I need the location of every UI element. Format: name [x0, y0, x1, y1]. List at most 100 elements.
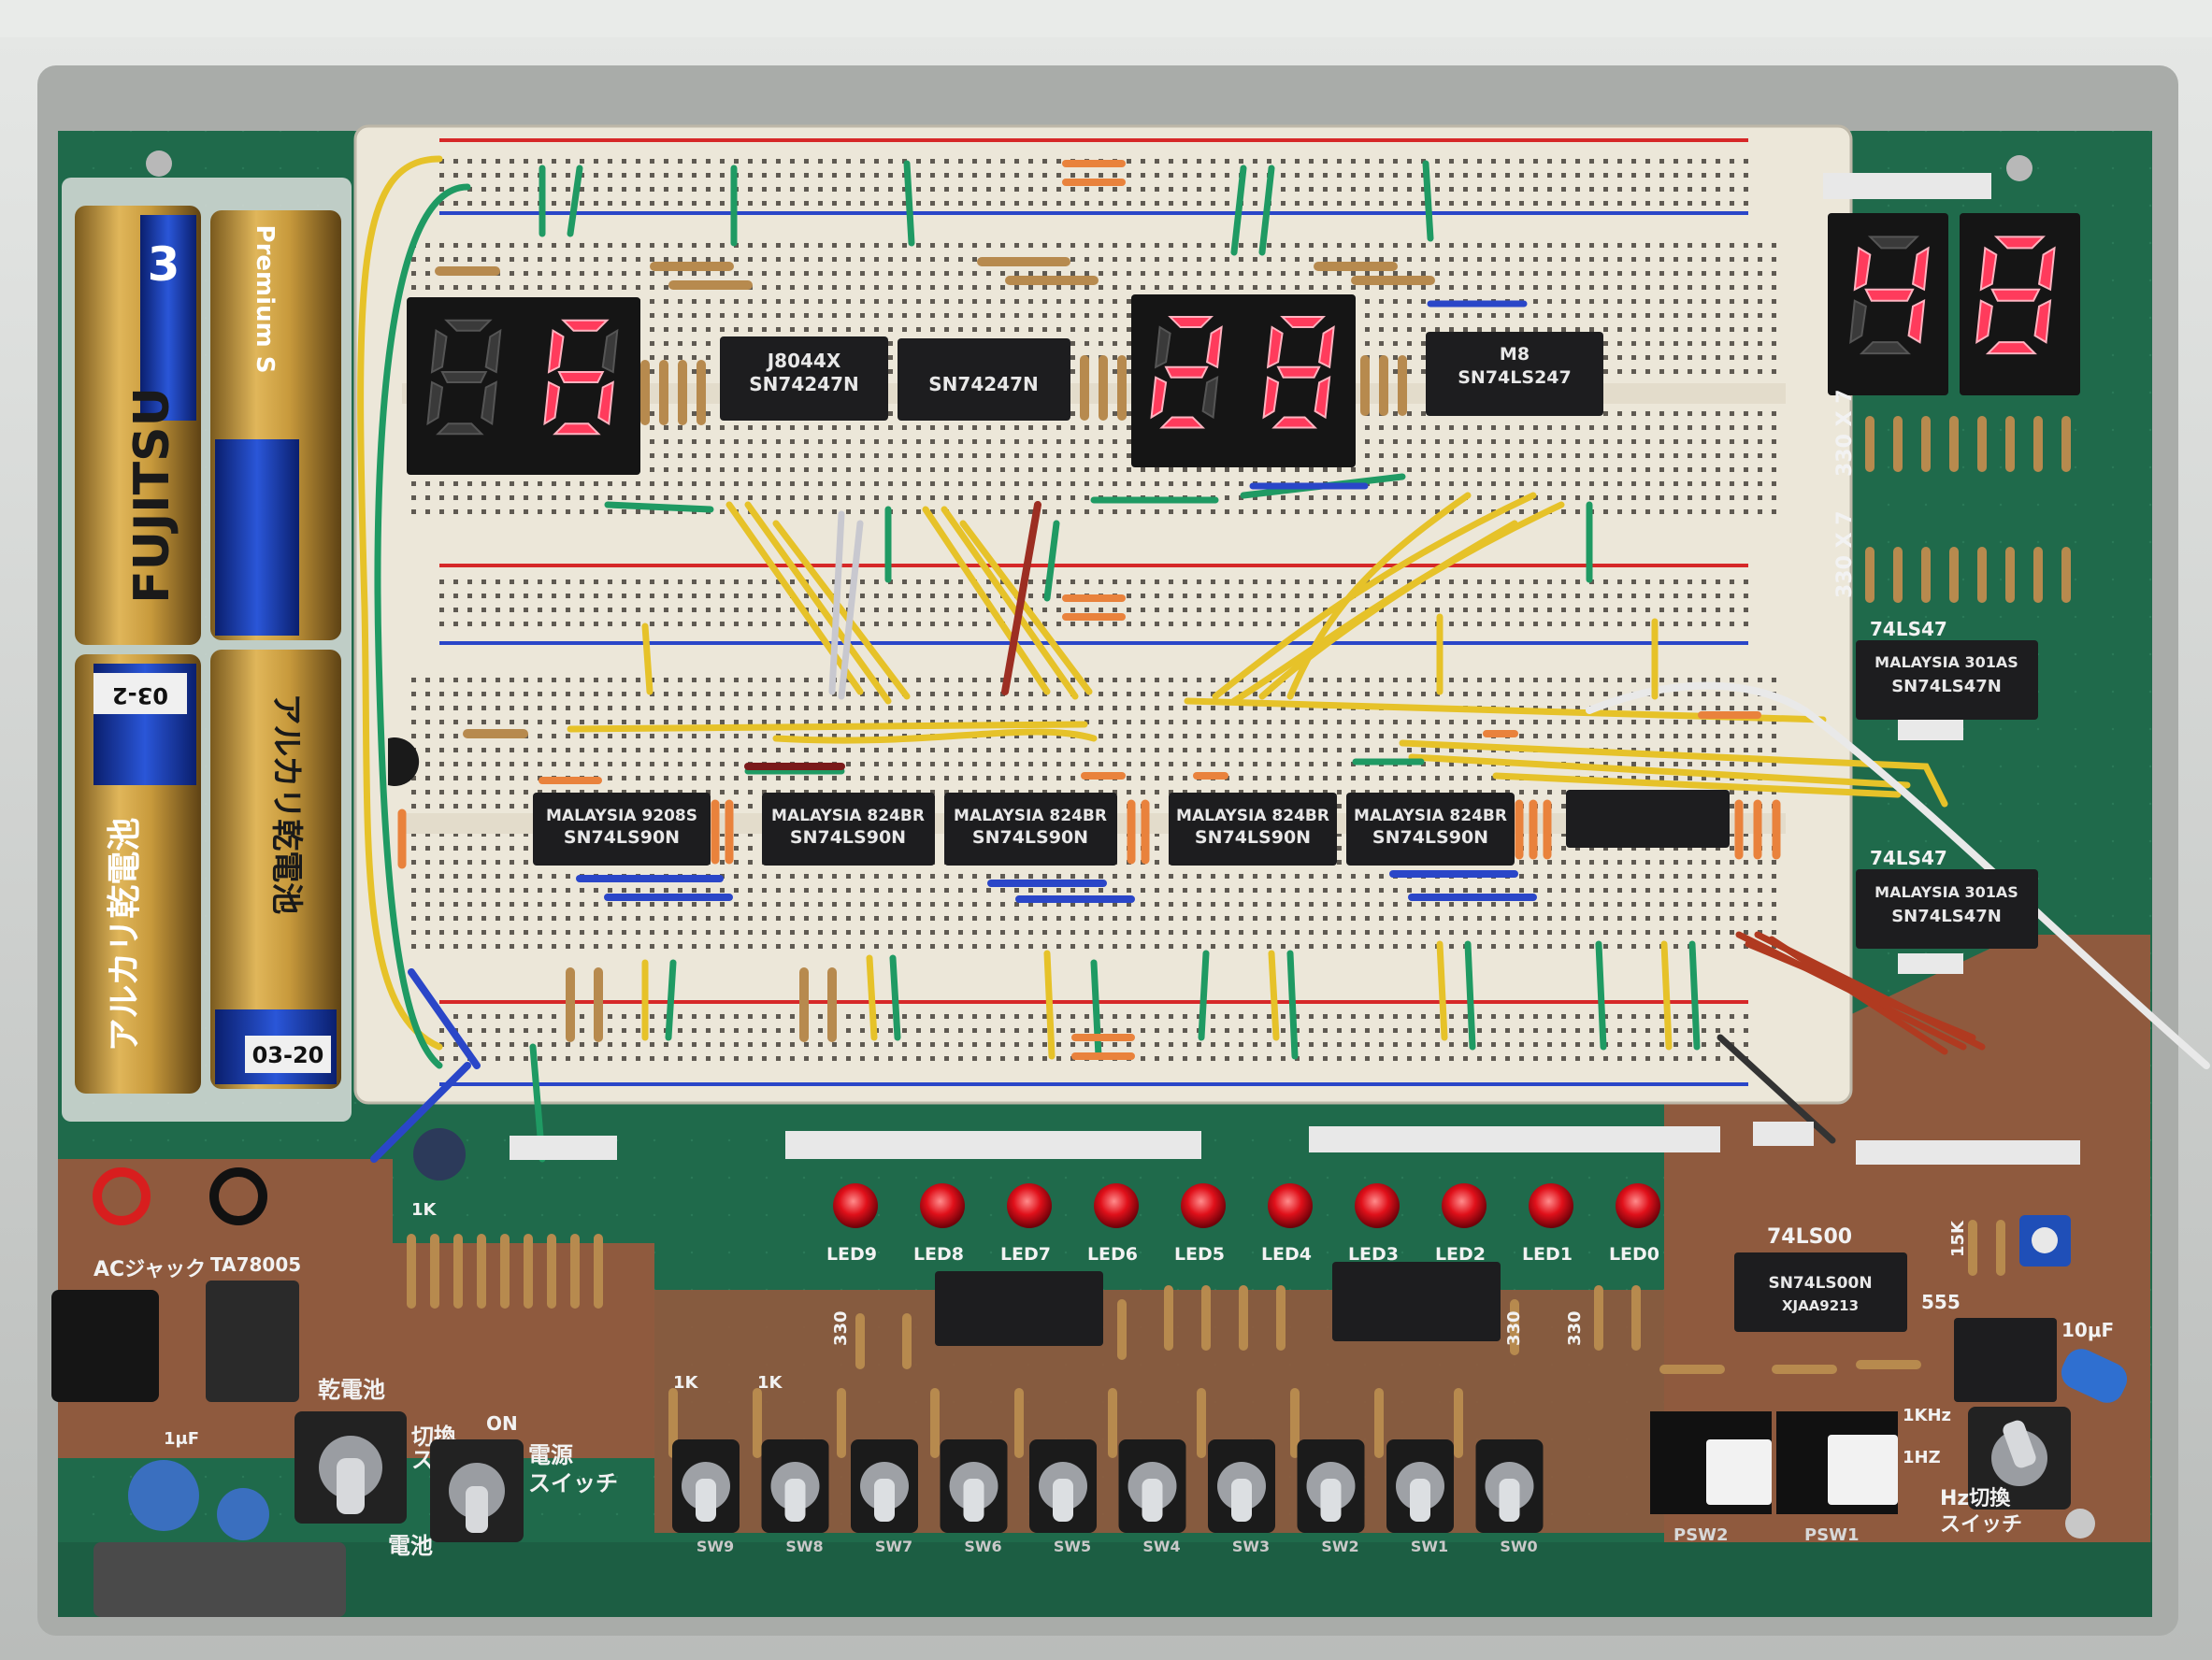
- ic-led-driver-a: [935, 1271, 1103, 1346]
- battery-date-code-b: 03-20: [252, 1042, 324, 1068]
- led-led5: LED5: [1174, 1183, 1226, 1265]
- switch-label: SW9: [697, 1538, 734, 1555]
- toggle-switch-sw1[interactable]: SW1: [1386, 1439, 1454, 1555]
- led-label: LED7: [1000, 1244, 1051, 1265]
- ic-74ls90-3: MALAYSIA 824BR SN74LS90N: [1169, 793, 1337, 866]
- led-label: LED5: [1174, 1244, 1225, 1265]
- segment-c: [481, 380, 497, 425]
- ic-74ls90-1-line1: MALAYSIA 824BR: [771, 807, 925, 825]
- segment-b: [2037, 246, 2056, 292]
- header-strip-leds: [785, 1131, 1201, 1159]
- led-led9: LED9: [826, 1183, 878, 1265]
- battery-clip: [93, 1542, 346, 1617]
- ic-74ls90-1: MALAYSIA 824BR SN74LS90N: [762, 793, 935, 866]
- right-panel: 330 X 7 330 X 7 74LS47 MALAYSIA 301AS SN…: [1833, 389, 2071, 974]
- toggle-switch-sw4[interactable]: SW4: [1118, 1439, 1186, 1555]
- segment-g: [557, 371, 605, 383]
- segment-b: [601, 328, 619, 374]
- display-right-digit-1: [1975, 236, 2056, 355]
- electrolytic-cap-a: [128, 1460, 199, 1531]
- segment-a: [561, 319, 610, 332]
- hz-switch-label-2: スイッチ: [1940, 1513, 2022, 1537]
- battery-date-code-a: 03-2: [112, 682, 168, 708]
- terminal-black: [209, 1167, 267, 1225]
- push-button-psw2[interactable]: PSW2: [1650, 1411, 1772, 1545]
- segment-g: [1276, 365, 1321, 379]
- segment-d: [1985, 341, 2037, 355]
- toggle-switch-sw0[interactable]: SW0: [1475, 1439, 1544, 1555]
- ac-jack[interactable]: [51, 1290, 159, 1402]
- segment-g: [1864, 288, 1915, 302]
- led-led1: LED1: [1522, 1183, 1573, 1265]
- segment-d: [1859, 341, 1911, 355]
- push-button-psw1[interactable]: PSW1: [1776, 1411, 1898, 1545]
- ic-555: [1954, 1318, 2057, 1402]
- toggle-switch-sw6[interactable]: SW6: [940, 1439, 1008, 1555]
- battery-select-toggle[interactable]: [294, 1411, 407, 1524]
- led-label: LED6: [1087, 1244, 1138, 1265]
- ac-jack-label: ACジャック: [93, 1258, 206, 1281]
- ic-74ls90-2-line2: SN74LS90N: [972, 827, 1088, 848]
- battery-size-mark: 3: [148, 237, 180, 292]
- switch-label: SW0: [1500, 1538, 1537, 1555]
- ic-74ls90-3-line1: MALAYSIA 824BR: [1176, 807, 1329, 825]
- switch-label: SW1: [1411, 1538, 1448, 1555]
- ic-74ls00-line1: SN74LS00N: [1768, 1274, 1872, 1293]
- power-cap-label: 1μF: [164, 1429, 199, 1449]
- ic-74ls90-4-line2: SN74LS90N: [1372, 827, 1488, 848]
- hz-select-toggle[interactable]: [1968, 1407, 2071, 1510]
- resistor-label-330-b: 330: [1504, 1310, 1524, 1346]
- toggle-switch-sw8[interactable]: SW8: [761, 1439, 829, 1555]
- display-middle: [1131, 294, 1356, 467]
- ic-74ls90-4-line1: MALAYSIA 824BR: [1354, 807, 1507, 825]
- ic-74ls47-a-line1: MALAYSIA 301AS: [1874, 653, 2018, 671]
- display-middle-digit-0: [1150, 316, 1223, 429]
- ic-74ls00: SN74LS00N XJAA9213: [1734, 1252, 1907, 1332]
- header-strip-switches: [1309, 1126, 1720, 1152]
- led-label: LED3: [1348, 1244, 1399, 1265]
- ic-74247-a: J8044X SN74247N: [720, 336, 888, 421]
- led-led6: LED6: [1087, 1183, 1139, 1265]
- header-strip-clock-a: [1753, 1122, 1814, 1146]
- toggle-switch-sw7[interactable]: SW7: [851, 1439, 918, 1555]
- battery-jp-label-a: アルカリ乾電池: [106, 818, 144, 1052]
- clock-hz-label: 1HZ: [1903, 1448, 1941, 1467]
- led-led7: LED7: [1000, 1183, 1052, 1265]
- ic-74ls247-line2: SN74LS247: [1458, 367, 1571, 388]
- battery-1: FUJITSU 3: [75, 206, 201, 645]
- toggle-switch-sw5[interactable]: SW5: [1029, 1439, 1097, 1555]
- clock-section: 15K 10μF 1KHz 1HZ Hz切換 スイッチ: [1903, 1215, 2128, 1538]
- segment-c: [1201, 376, 1219, 420]
- segment-a: [444, 319, 493, 332]
- header-connector-right-a: [1898, 720, 1963, 740]
- ic-74ls90-0-line1: MALAYSIA 9208S: [546, 807, 697, 825]
- toggle-switch-sw3[interactable]: SW3: [1208, 1439, 1275, 1555]
- segment-c: [597, 380, 614, 425]
- battery-3: 03-2 アルカリ乾電池: [75, 654, 201, 1094]
- display-left: [407, 297, 640, 475]
- mount-screw-top-right: [2006, 155, 2032, 181]
- ic-74ls90-3-line2: SN74LS90N: [1195, 827, 1311, 848]
- toggle-switch-sw2[interactable]: SW2: [1297, 1439, 1365, 1555]
- led-label: LED2: [1435, 1244, 1486, 1265]
- hz-switch-label: Hz切換: [1940, 1486, 2011, 1510]
- pcb-resistors: [407, 1220, 2005, 1458]
- ic-74ls00-line2: XJAA9213: [1782, 1297, 1859, 1314]
- toggle-switch-sw9[interactable]: SW9: [672, 1439, 740, 1555]
- header-strip-right-top: [1823, 173, 1991, 199]
- resistor-label-330-c: 330: [1565, 1310, 1585, 1346]
- ic-74ls90-0-line2: SN74LS90N: [564, 827, 680, 848]
- ic-74ls247: M8 SN74LS247: [1426, 332, 1603, 416]
- segment-b: [1206, 325, 1223, 369]
- segment-c: [1314, 376, 1331, 420]
- switch-label: SW7: [875, 1538, 912, 1555]
- ic-74ls47-b-label: 74LS47: [1870, 847, 1947, 869]
- power-toggle[interactable]: [430, 1439, 524, 1542]
- resistor-array-label-b: 330 X 7: [1833, 510, 1857, 598]
- mount-screw-bottom-right: [2065, 1509, 2095, 1538]
- resistor-array-label-a: 330 X 7: [1833, 389, 1857, 477]
- segment-g: [1990, 288, 2041, 302]
- battery-4: 03-20 アルカリ乾電池: [210, 650, 341, 1089]
- ic-74ls90-2: MALAYSIA 824BR SN74LS90N: [944, 793, 1117, 866]
- header-connector-right-b: [1898, 953, 1963, 974]
